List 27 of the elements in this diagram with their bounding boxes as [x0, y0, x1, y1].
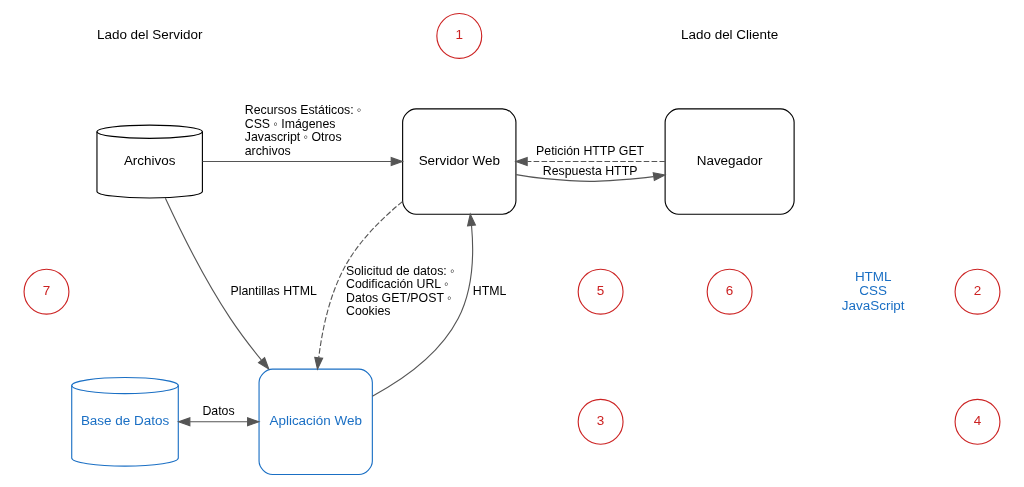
arrow [515, 171, 667, 182]
edge-label: Plantillas HTML [230, 283, 317, 298]
node-circle: 1 [436, 12, 483, 59]
node-box: Navegador [664, 107, 795, 215]
edge-label: Petición HTTP GET [536, 143, 645, 158]
node-circle: 6 [706, 268, 753, 315]
arrow [164, 197, 270, 370]
label: Lado del Servidor [96, 26, 203, 42]
node-box: Aplicación Web [258, 368, 373, 475]
label: Lado del Cliente [681, 26, 779, 42]
node-circle: 7 [23, 268, 70, 315]
node-circle: 4 [954, 398, 1001, 445]
arrow [202, 156, 405, 166]
edge-label: Solicitud de datos: ◦ Codificación URL ◦ Datos GET/POST ◦ Cookies [345, 263, 455, 318]
edge-label: Recursos Estáticos: ◦ CSS ◦ Imágenes Javascript ◦ Otros archivos [244, 102, 362, 158]
edge-label: Datos [202, 403, 235, 418]
edge-label: HTML [472, 283, 507, 298]
arrow [514, 156, 666, 166]
label: HTML CSS JavaScript [841, 268, 905, 313]
edge-label: Respuesta HTTP [542, 163, 638, 178]
arrow [371, 212, 477, 397]
node-box: Servidor Web [402, 107, 517, 215]
node-circle: 3 [577, 398, 624, 445]
arrow [314, 200, 403, 371]
node-circle: 2 [954, 268, 1001, 315]
arrow [176, 416, 261, 426]
node-circle: 5 [577, 268, 624, 315]
